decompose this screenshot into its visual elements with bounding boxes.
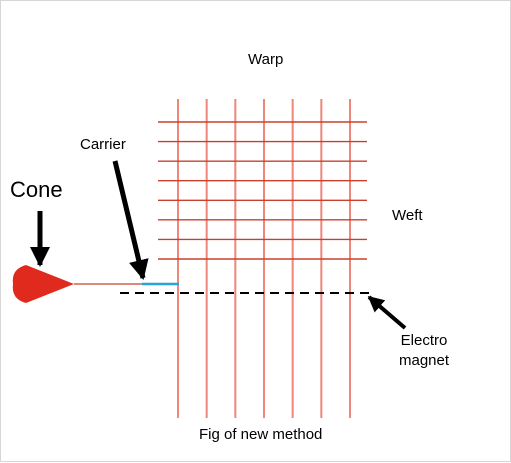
cone-label: Cone [10,177,63,202]
weft-label: Weft [392,207,423,224]
carrier-label: Carrier [80,136,126,153]
cone-spool [12,265,74,303]
carrier-arrow [112,160,149,280]
electro-magnet-label-line1: Electro [400,332,448,349]
figure-caption: Fig of new method [199,426,323,443]
weft-threads [158,121,367,260]
warp-label: Warp [248,51,284,68]
electro-magnet-label: Electro magnet [399,331,449,371]
electro-magnet-arrow [367,295,407,330]
electro-magnet-label-line2: magnet [399,352,450,369]
